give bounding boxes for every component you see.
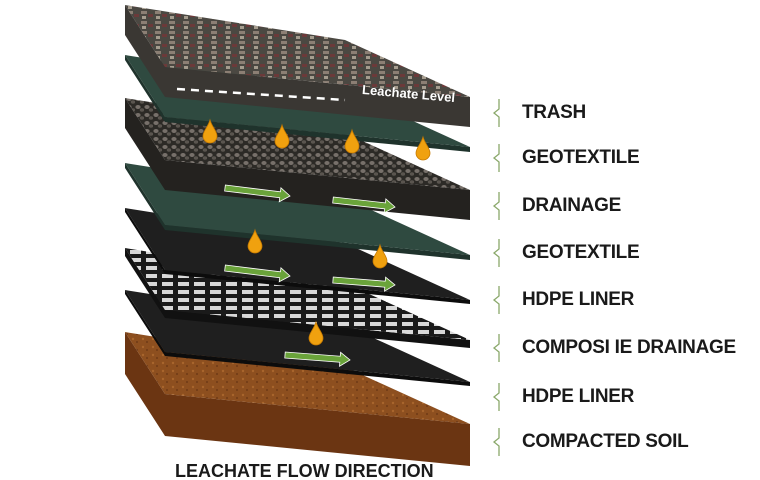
leachate-level-line <box>176 87 346 102</box>
leachate-drop-icon <box>344 128 360 154</box>
layer-front-face <box>165 117 470 152</box>
flow-arrow-icon <box>284 351 351 367</box>
layer-label: GEOTEXTILE <box>522 147 640 168</box>
brace-icon <box>490 333 504 363</box>
brace-icon <box>490 238 504 268</box>
leachate-drop-icon <box>274 123 290 149</box>
layer-left-face <box>125 248 165 318</box>
layer-left-face <box>125 98 165 190</box>
layer-left-face <box>125 5 165 97</box>
layer-label: GEOTEXTILE <box>522 242 640 263</box>
leachate-drop-icon <box>308 320 324 346</box>
layer-left-face <box>125 208 165 274</box>
layer-left-face <box>125 55 165 122</box>
flow-arrow-icon <box>224 184 291 203</box>
brace-icon <box>490 285 504 315</box>
layer-front-face <box>165 225 470 260</box>
leachate-drop-icon <box>247 228 263 254</box>
layer-top-face <box>125 5 470 97</box>
layer-label: DRAINAGE <box>522 195 621 216</box>
layer-label: COMPACTED SOIL <box>522 431 689 452</box>
brace-icon <box>490 427 504 457</box>
layer-front-face <box>165 352 470 386</box>
layer-label: TRASH <box>522 102 586 123</box>
layer-left-face <box>125 163 165 230</box>
leachate-drop-icon <box>415 135 431 161</box>
brace-icon <box>490 382 504 412</box>
flow-direction-caption: LEACHATE FLOW DIRECTION <box>175 461 434 480</box>
layer-front-face <box>165 160 470 220</box>
brace-icon <box>490 98 504 128</box>
layer-label: HDPE LINER <box>522 386 635 407</box>
brace-icon <box>490 143 504 173</box>
flow-arrow-icon <box>224 264 291 283</box>
layer-left-face <box>125 290 165 356</box>
layer-left-face <box>125 332 165 436</box>
layer-front-face <box>165 270 470 304</box>
leachate-drop-icon <box>202 118 218 144</box>
brace-icon <box>490 191 504 221</box>
layer-label: HDPE LINER <box>522 289 635 310</box>
layer-label: COMPOSI IE DRAINAGE <box>522 337 736 358</box>
layer-front-face <box>165 394 470 466</box>
flow-arrow-icon <box>332 196 396 214</box>
leachate-drop-icon <box>372 243 388 269</box>
flow-arrow-icon <box>332 276 396 292</box>
